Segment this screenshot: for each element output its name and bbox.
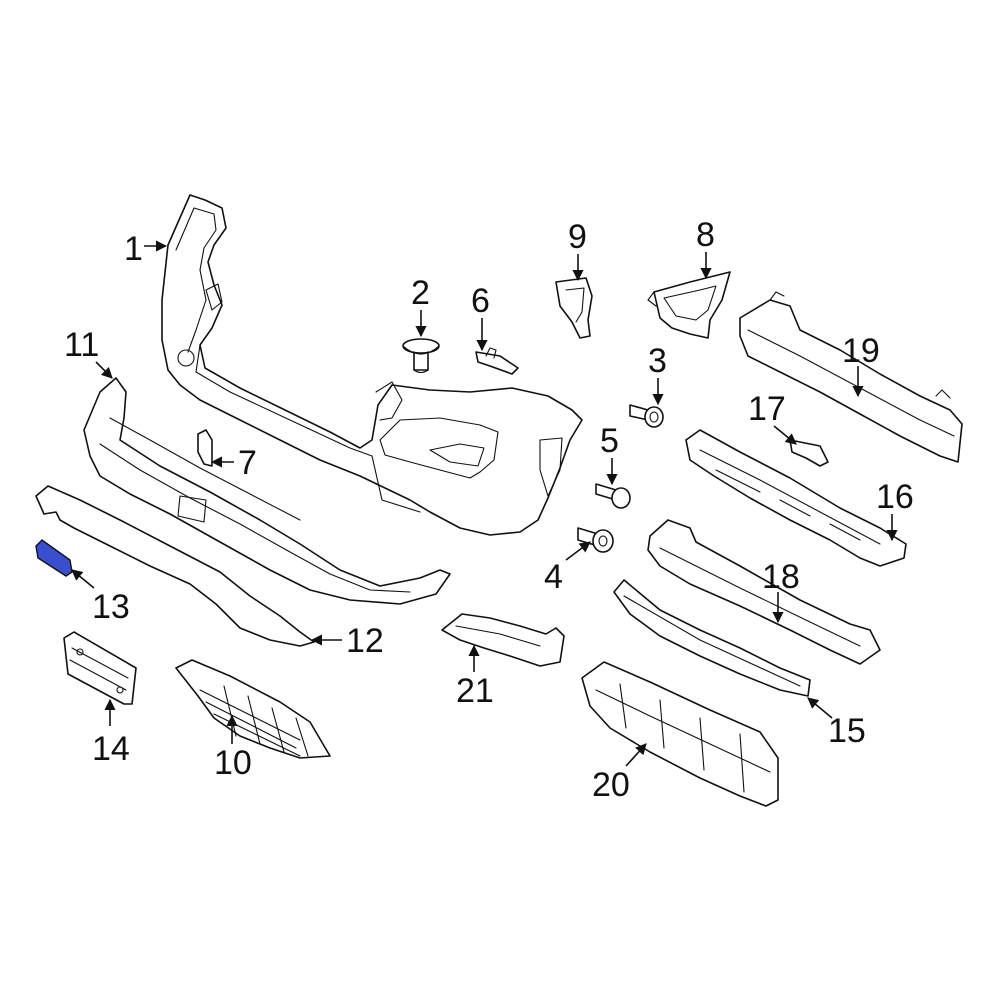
part-6-bracket[interactable]	[475, 347, 519, 375]
callout-16: 16	[876, 478, 914, 516]
leader-4	[565, 541, 591, 561]
callout-11: 11	[64, 326, 99, 364]
callout-18: 18	[762, 558, 800, 596]
part-11-lower-valance[interactable]	[83, 377, 451, 605]
part-4-fastener[interactable]	[577, 527, 614, 553]
part-10-grille[interactable]	[175, 659, 331, 759]
part-2-push-pin[interactable]	[402, 338, 440, 374]
callout-12: 12	[346, 622, 384, 660]
leader-lines	[71, 240, 898, 767]
callout-17: 17	[748, 390, 786, 428]
callout-15: 15	[828, 712, 866, 750]
part-5-bolt[interactable]	[595, 483, 631, 509]
leader-13	[71, 569, 95, 589]
part-20-air-deflector[interactable]	[581, 661, 779, 807]
part-8-bracket[interactable]	[647, 271, 731, 339]
callout-9: 9	[568, 218, 587, 256]
callout-21: 21	[456, 672, 494, 710]
part-12-trim-strip[interactable]	[35, 485, 315, 647]
part-19-impact-bar[interactable]	[739, 291, 963, 463]
callout-4: 4	[544, 558, 563, 596]
part-3-grommet[interactable]	[629, 404, 664, 428]
leader-20	[625, 743, 647, 767]
callout-1: 1	[124, 230, 143, 268]
part-15-reinforcement[interactable]	[613, 579, 811, 697]
part-1-bumper-cover[interactable]	[161, 194, 583, 536]
part-18-reinforcement[interactable]	[647, 519, 881, 665]
part-13-highlighted[interactable]	[35, 539, 73, 577]
part-16-energy-absorber[interactable]	[685, 429, 907, 567]
callout-20: 20	[592, 766, 630, 804]
callout-8: 8	[696, 216, 715, 254]
callout-7: 7	[238, 444, 257, 482]
part-14-plate-bracket[interactable]	[63, 631, 137, 705]
part-17-bracket[interactable]	[789, 439, 829, 467]
callout-13: 13	[92, 588, 130, 626]
leader-11	[95, 361, 113, 379]
callout-labels: 1 2 3 4 5 6 7 8 9 10 11 12 13 14 15 16 1…	[64, 216, 914, 804]
callout-3: 3	[648, 342, 667, 380]
part-21-bracket[interactable]	[441, 613, 565, 667]
callout-2: 2	[411, 274, 430, 312]
callout-10: 10	[214, 744, 252, 782]
callout-14: 14	[92, 730, 130, 768]
callout-5: 5	[600, 422, 619, 460]
leader-17	[773, 425, 797, 445]
callout-19: 19	[842, 332, 880, 370]
part-9-bracket[interactable]	[555, 277, 593, 339]
callout-6: 6	[471, 282, 490, 320]
part-7-clip[interactable]	[197, 429, 213, 467]
leader-15	[807, 697, 833, 719]
